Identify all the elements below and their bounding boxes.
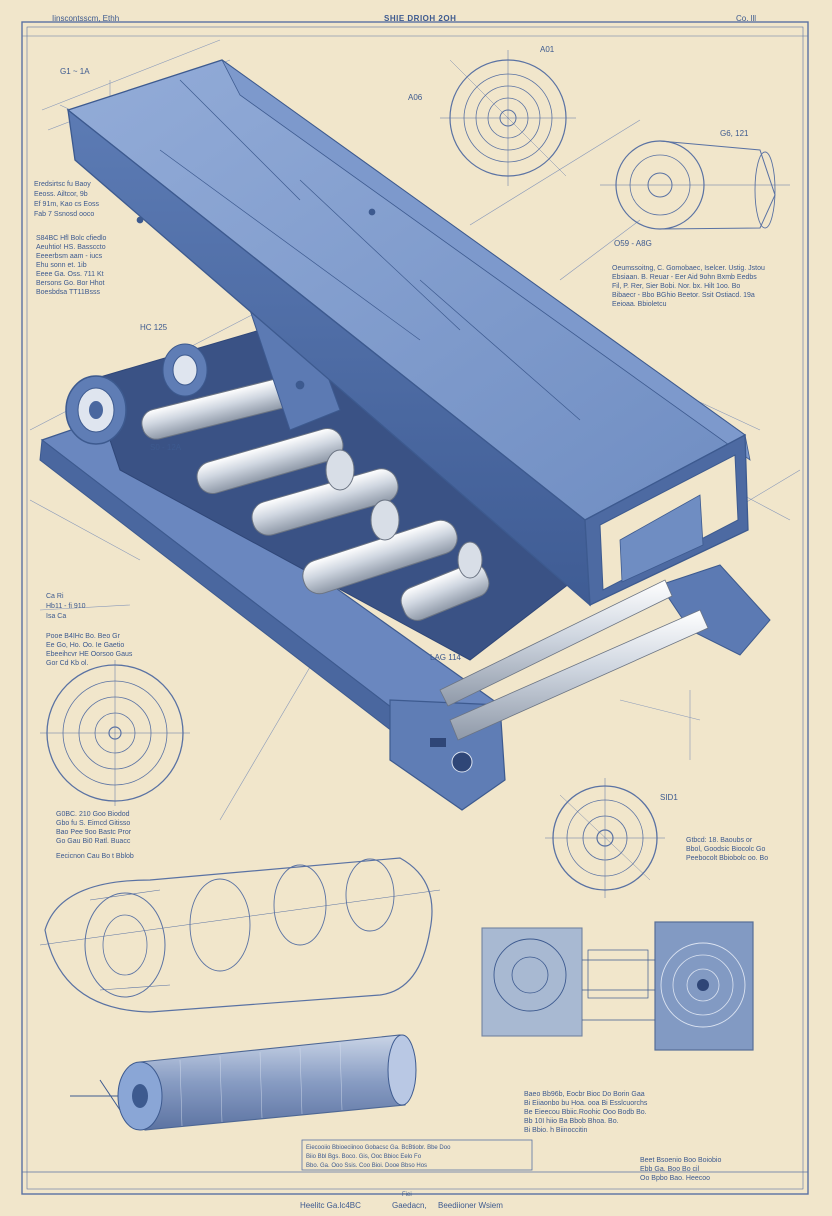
svg-text:G0BC. 210 Goo Biodod: G0BC. 210 Goo Biodod [56,811,130,818]
svg-text:Ebsiaan. B. Reuar - Eer Aid 9o: Ebsiaan. B. Reuar - Eer Aid 9ohn Bxmb Ee… [612,274,757,281]
trough-panel-lines [136,79,581,421]
note-block-left-1: Eredsirtsc fu Baoy Eeoss. Ailtcor, 9b Ef… [34,181,99,218]
svg-text:Aeuhtio! HS. Bassccto: Aeuhtio! HS. Bassccto [36,244,106,251]
callout-label: HC 125 [140,323,168,332]
main-machine-assembly [39,59,771,811]
svg-text:Eeoss. Ailtcor, 9b: Eeoss. Ailtcor, 9b [34,191,88,198]
piston-cylinders [141,374,490,621]
drive-motor [65,343,208,445]
svg-text:Baeo Bb96b, Eocbr Bioc Do Bori: Baeo Bb96b, Eocbr Bioc Do Borin Gaa [524,1091,645,1098]
note-block-bottom-right: Beet Bsoenio Boo Boiobio Ebb Ga. Boo Bo … [640,1157,721,1182]
svg-text:Fab 7 Ssnosd ooco: Fab 7 Ssnosd ooco [34,211,94,218]
note-block-right: Oeumssoitng, C. Gomobaec, Iselcer. Ustig… [612,265,765,308]
svg-text:Pooe B4IHc Bo. Beo Gr: Pooe B4IHc Bo. Beo Gr [46,633,121,640]
svg-text:Bi Eiiaonbo bu Hoa. ooa Bi Ess: Bi Eiiaonbo bu Hoa. ooa Bi Esslcuorchs [524,1100,648,1107]
svg-text:Gtbcd: 18. Baoubs or: Gtbcd: 18. Baoubs or [686,837,753,844]
note-block-right-mid: Gtbcd: 18. Baoubs or Bbol, Goodsic Bioco… [686,837,768,862]
svg-text:Bersons Go. Bor Hhot: Bersons Go. Bor Hhot [36,280,105,287]
svg-text:Eiecooiio Bbioeciinoo Gobacsc: Eiecooiio Bbioeciinoo Gobacsc Ga. BcBtio… [306,1145,451,1151]
footer-mid-text: Gaedacn, [392,1201,427,1210]
callout-label: G6, 121 [720,129,749,138]
note-block-right-bottom: Baeo Bb96b, Eocbr Bioc Do Borin Gaa Bi E… [524,1091,648,1134]
detail-section-right [481,921,754,1051]
svg-text:Eeioaa. Bbioletcu: Eeioaa. Bbioletcu [612,301,667,308]
note-block-left-bottom: G0BC. 210 Goo Biodod Gbo fu S. Eimcd Git… [56,811,134,860]
detail-turbine [39,857,441,1013]
guide-rail-lower [449,609,709,741]
svg-text:Boesbdsa TT11Bsss: Boesbdsa TT11Bsss [36,289,100,296]
svg-text:Peebocolt Bbiobolc oo. Bo: Peebocolt Bbiobolc oo. Bo [686,855,768,862]
footer-left-text: Heelitc Ga.lc4BC [300,1201,361,1210]
header-right-text: Co. lll [736,14,756,23]
svg-text:Gor Cd Kb ol.: Gor Cd Kb ol. [46,660,88,667]
bolt-hole [451,751,473,773]
svg-text:Bbol, Goodsic Biocolc Go: Bbol, Goodsic Biocolc Go [686,846,765,853]
svg-text:Bao Pee 9oo Bastc Pror: Bao Pee 9oo Bastc Pror [56,829,132,836]
callout-label: S0 - 12A [150,443,182,452]
svg-text:Bibaecr - Bbo BGhio Beetor. Ss: Bibaecr - Bbo BGhio Beetor. Ssit Ostiacd… [612,292,755,299]
svg-text:Go Gau Bi0 Ratl. Buacc: Go Gau Bi0 Ratl. Buacc [56,838,131,845]
svg-text:Ee Go, Ho. Oo. Ie Gaetio: Ee Go, Ho. Oo. Ie Gaetio [46,642,124,649]
svg-text:Fil, P. Rer, Sier Bobi. Nor. b: Fil, P. Rer, Sier Bobi. Nor. bx. Hilt 1o… [612,283,740,290]
svg-text:Eeeerbsm aam - iucs: Eeeerbsm aam - iucs [36,253,103,260]
svg-text:Gbo fu S. Eimcd Gitisso: Gbo fu S. Eimcd Gitisso [56,820,130,827]
callout-label: O59 - A8G [614,239,652,248]
sheet-border [21,21,809,1195]
note-box-bottom-center: Eiecooiio Bbioeciinoo Gobacsc Ga. BcBtio… [301,1139,533,1171]
guide-rail-upper [439,579,673,707]
trough-inner-wall [221,59,751,461]
svg-text:Oo Bpbo Bao. Heecoo: Oo Bpbo Bao. Heecoo [640,1175,710,1182]
svg-text:Bb 10I hiio Ba Bbob Bhoa. Bo.: Bb 10I hiio Ba Bbob Bhoa. Bo. [524,1118,619,1125]
svg-text:Ehu sonn et. 1ib: Ehu sonn et. 1ib [36,262,87,269]
footer-right-text: Beediioner Wsiem [438,1201,503,1210]
sheet-title: SHIE DRIOH 2OH [384,14,456,23]
trough-end-inner [619,494,704,583]
detail-cylinder [70,1034,417,1131]
svg-text:Beet Bsoenio Boo Boiobio: Beet Bsoenio Boo Boiobio [640,1157,721,1164]
svg-text:Eeee Ga. Oss. 711 Kt: Eeee Ga. Oss. 711 Kt [36,271,104,278]
note-block-left-lower: Pooe B4IHc Bo. Beo Gr Ee Go, Ho. Oo. Ie … [46,633,133,667]
callout-label: SID1 [660,793,678,802]
svg-text:S84BC Hfl Bolc cfiedlo: S84BC Hfl Bolc cfiedlo [36,235,107,242]
note-block-left-2: S84BC Hfl Bolc cfiedlo Aeuhtio! HS. Bass… [36,235,107,296]
callout-label: G1 ~ 1A [60,67,90,76]
svg-text:Bbo. Ga. Ooo Ssis. Coo Bioi. D: Bbo. Ga. Ooo Ssis. Coo Bioi. Dooe Bbso H… [306,1163,427,1169]
detail-circle-top [440,50,576,186]
detail-circle-right [545,778,665,898]
bolt-slot [430,738,446,747]
svg-text:Ebeeihcvr HE Oorsoo Gaus: Ebeeihcvr HE Oorsoo Gaus [46,651,133,658]
svg-text:Ef 91m, Kao cs Eoss: Ef 91m, Kao cs Eoss [34,201,99,208]
detail-circle-left [40,660,190,806]
callout-label: A01 [540,45,555,54]
svg-text:Hb11 - fi 910: Hb11 - fi 910 [46,603,86,610]
callout-label: A06 [408,93,423,102]
callout-label: LAG 114 [430,653,462,662]
svg-text:Eredsirtsc fu Baoy: Eredsirtsc fu Baoy [34,181,91,188]
svg-text:Biio Bbl Bgs. Boco. Gis, Ooc B: Biio Bbl Bgs. Boco. Gis, Ooc Bbioc Eelo … [306,1154,422,1160]
svg-text:Be Eieecou Bbiic.Roohic Ooo Bo: Be Eieecou Bbiic.Roohic Ooo Bodb Bo. [524,1109,647,1116]
svg-text:Ca Ri: Ca Ri [46,593,64,600]
detail-pulley-right [600,140,790,230]
header-left-text: Iinscontsscm, Ethh [52,14,119,23]
svg-text:Oeumssoitng, C. Gomobaec, Isel: Oeumssoitng, C. Gomobaec, Iselcer. Ustig… [612,265,765,272]
svg-text:Eecicnon Cau Bo t Bblob: Eecicnon Cau Bo t Bblob [56,853,134,860]
svg-text:Bi Bbio. h Biinoccitin: Bi Bbio. h Biinoccitin [524,1127,588,1134]
note-block-left-mid: Ca Ri Hb11 - fi 910 Isa Ca [46,593,86,620]
footer-small-text: Fiei [402,1192,412,1198]
svg-text:Isa Ca: Isa Ca [46,613,66,620]
svg-text:Ebb Ga. Boo Bo cil: Ebb Ga. Boo Bo cil [640,1166,700,1173]
